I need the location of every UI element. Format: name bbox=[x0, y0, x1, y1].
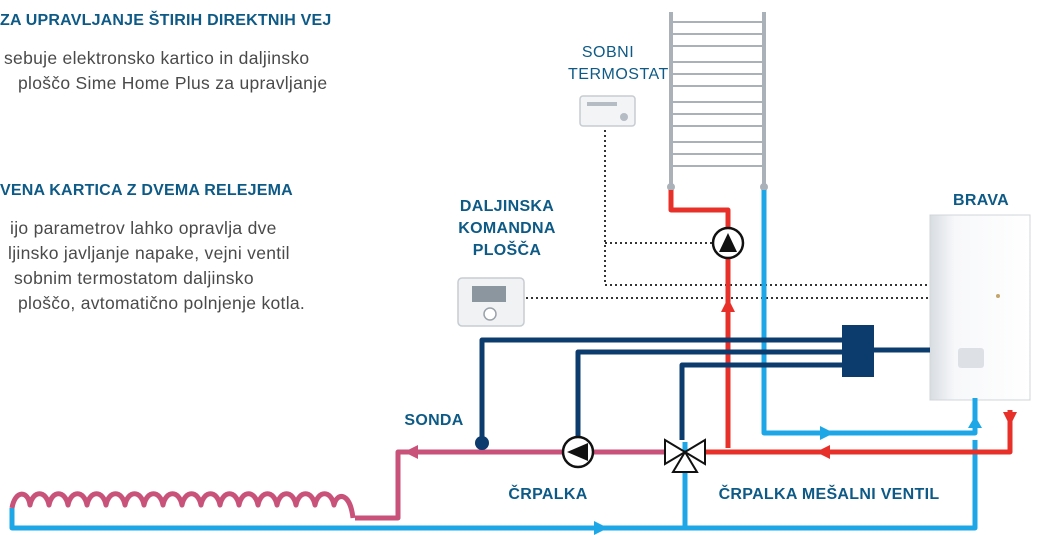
description-line: sebuje elektronsko kartico in daljinsko bbox=[4, 48, 310, 68]
boiler-brava bbox=[929, 214, 1031, 401]
remote-control-panel bbox=[457, 277, 525, 327]
label-remote-panel: DALJINSKA KOMANDNA PLOŠČA bbox=[452, 196, 562, 262]
towel-radiator bbox=[667, 12, 768, 191]
label-line: SOBNI bbox=[581, 44, 635, 61]
floor-pump-icon bbox=[561, 435, 595, 469]
heading-relay-card: VENA KARTICA Z DVEMA RELEJEMA bbox=[0, 182, 293, 199]
description-text-2: ijo parametrov lahko opravlja dve ljinsk… bbox=[0, 216, 305, 316]
room-thermostat bbox=[579, 95, 636, 127]
label-pump: ČRPALKA bbox=[508, 486, 588, 503]
control-cables bbox=[479, 337, 930, 440]
floor-heating-pipe bbox=[9, 449, 665, 521]
probe-sensor bbox=[475, 436, 489, 450]
label-probe: SONDA bbox=[404, 412, 464, 429]
description-line: ploščo, avtomatično polnjenje kotla. bbox=[18, 293, 306, 313]
description-line: ijo parametrov lahko opravlja dve bbox=[10, 218, 277, 238]
description-line: sobnim termostatom daljinsko bbox=[14, 268, 254, 288]
label-line: KOMANDNA bbox=[458, 220, 556, 237]
description-line: ploščo Sime Home Plus za upravljanje bbox=[18, 73, 328, 93]
relay-card-box bbox=[842, 325, 874, 377]
description-text-1: sebuje elektronsko kartico in daljinsko … bbox=[0, 46, 327, 96]
radiator-pump-icon bbox=[711, 226, 745, 260]
label-pump-mixing-valve: ČRPALKA MEŠALNI VENTIL bbox=[718, 486, 940, 503]
label-room-thermostat: SOBNI TERMOSTAT bbox=[568, 42, 669, 86]
heading-four-zones: ZA UPRAVLJANJE ŠTIRIH DIREKTNIH VEJ bbox=[0, 12, 332, 29]
label-line: PLOŠČA bbox=[472, 242, 542, 259]
description-line: ljinsko javljanje napake, vejni ventil bbox=[8, 243, 290, 263]
label-boiler: BRAVA bbox=[952, 192, 1009, 209]
label-line: TERMOSTAT bbox=[568, 66, 669, 83]
mixing-valve-icon bbox=[664, 438, 706, 473]
label-line: DALJINSKA bbox=[459, 198, 555, 215]
